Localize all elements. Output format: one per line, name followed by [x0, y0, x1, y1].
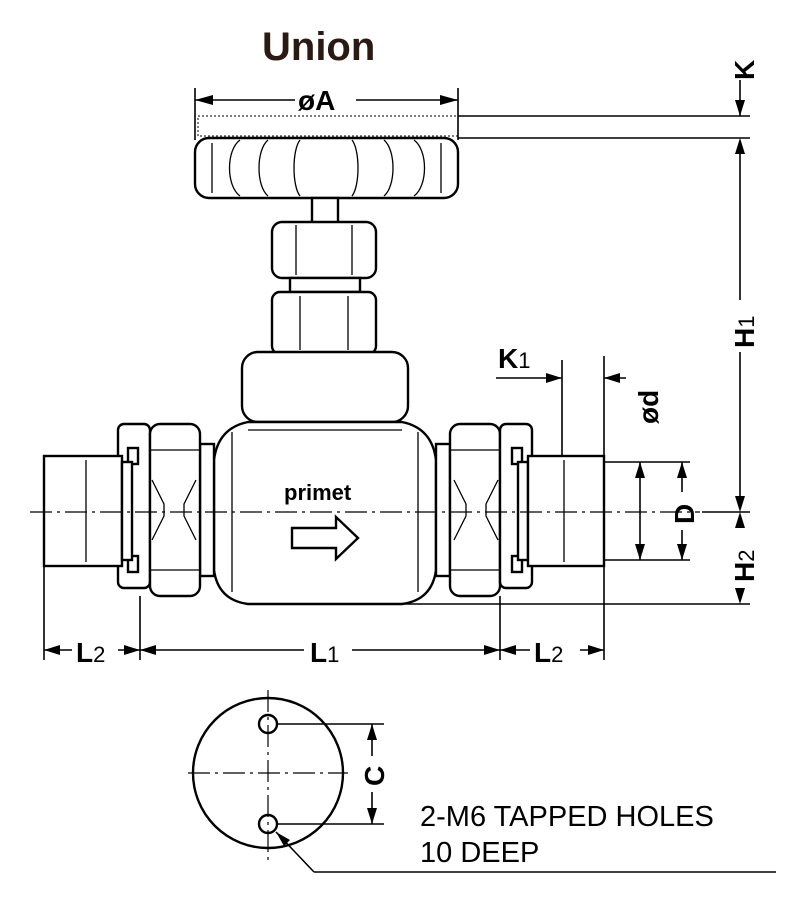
valve-body — [198, 420, 452, 606]
dim-K1-main: K — [498, 343, 518, 374]
dim-H2-sub: 2 — [734, 550, 759, 562]
diameter-symbol-d: ø — [633, 407, 664, 424]
svg-text:L1: L1 — [310, 637, 339, 668]
note-line-1: 2-M6 TAPPED HOLES — [420, 801, 714, 833]
diameter-symbol: ø — [298, 85, 315, 116]
dim-C-label: C — [359, 766, 390, 786]
dim-d: ød — [603, 356, 664, 456]
dim-H1: H1 — [729, 154, 760, 512]
dim-H2: H2 — [402, 511, 760, 605]
dim-d-label: d — [633, 390, 664, 407]
svg-text:ød: ød — [633, 390, 664, 424]
right-tail-piece — [516, 454, 606, 568]
dim-K1-sub: 1 — [518, 348, 530, 373]
dim-L: L2 L1 L2 — [43, 566, 605, 668]
bottom-view — [188, 690, 384, 860]
bonnet-nut — [270, 220, 378, 356]
svg-text:øA: øA — [298, 85, 335, 116]
svg-text:H1: H1 — [729, 316, 760, 348]
dim-K: K — [458, 60, 760, 154]
dim-H1-main: H — [729, 328, 760, 348]
svg-text:L2: L2 — [76, 637, 105, 668]
dim-A-label: A — [315, 85, 335, 116]
dim-L1-main: L — [310, 637, 327, 668]
handwheel — [193, 115, 460, 200]
tapped-hole-top — [257, 713, 279, 735]
bonnet — [240, 350, 410, 424]
dim-A: øA — [194, 85, 459, 140]
drawing-title: Union — [262, 25, 375, 69]
left-tail-piece — [42, 454, 134, 568]
dim-L1-sub: 1 — [327, 642, 339, 667]
dim-D: D — [604, 461, 700, 561]
note-leader — [275, 831, 776, 873]
svg-text:H2: H2 — [729, 550, 760, 582]
dim-H1-sub: 1 — [734, 316, 759, 328]
valve-stem — [310, 196, 340, 226]
dim-L2-right-sub: 2 — [551, 642, 563, 667]
dim-D-label: D — [669, 504, 700, 524]
tapped-hole-bottom — [257, 813, 279, 835]
dim-K-label: K — [729, 60, 760, 80]
dim-H2-main: H — [729, 562, 760, 582]
note-line-2: 10 DEEP — [420, 837, 539, 869]
dim-L2-right-main: L — [534, 637, 551, 668]
dim-K1: K1 — [496, 343, 563, 456]
svg-text:K1: K1 — [498, 343, 530, 374]
svg-text:L2: L2 — [534, 637, 563, 668]
brand-label: primet — [284, 480, 352, 505]
dim-C: C — [359, 724, 390, 824]
dim-L2-left-main: L — [76, 637, 93, 668]
dim-L2-left-sub: 2 — [93, 642, 105, 667]
right-arrow-icon — [290, 514, 360, 562]
